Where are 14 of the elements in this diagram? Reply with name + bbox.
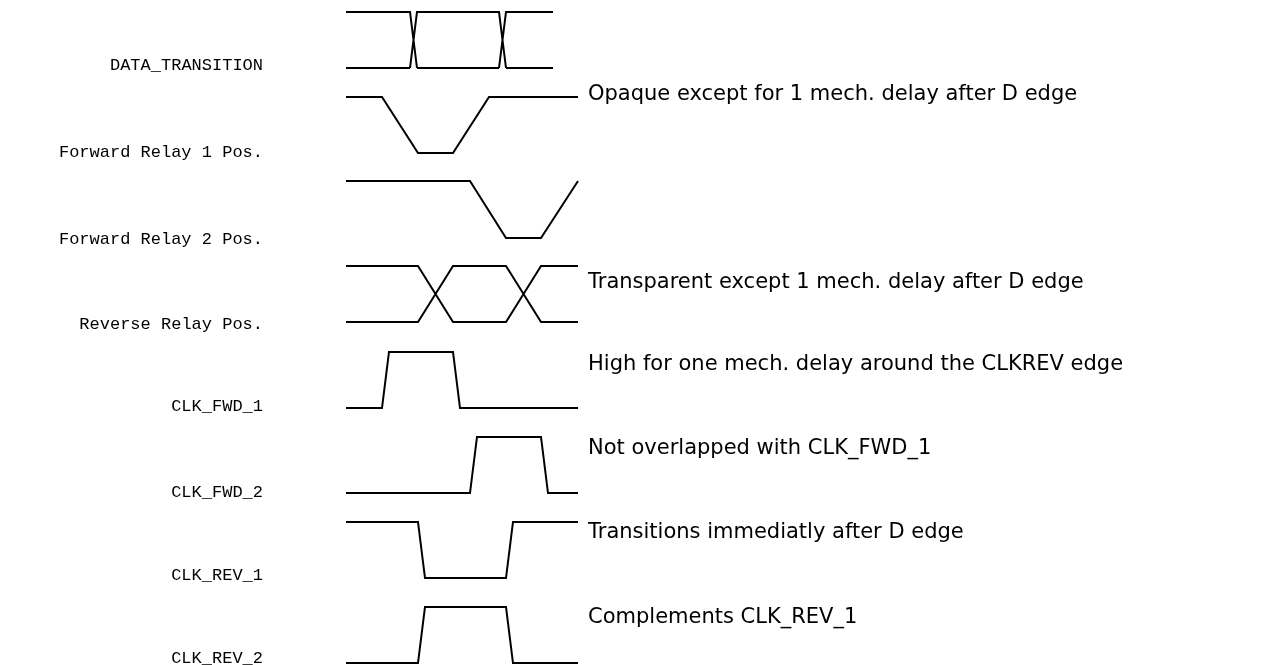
annotation: Complements CLK_REV_1 [588,604,858,628]
signal-name: CLK_FWD_1 [171,396,263,416]
signal-name: DATA_TRANSITION [109,55,263,75]
signal-name: Forward Relay 1 Pos. [58,142,263,162]
annotation: Transparent except 1 mech. delay after D edge [588,269,1084,293]
signal-name: Reverse Relay Pos. [79,314,263,334]
signal-name: CLK_REV_1 [171,565,263,585]
annotation: Not overlapped with CLK_FWD_1 [588,435,932,459]
annotation: High for one mech. delay around the CLKREV edge [588,351,1124,375]
signal-name: CLK_REV_2 [171,648,263,665]
signal-name: CLK_FWD_2 [171,482,263,502]
signal-name: Forward Relay 2 Pos. [58,229,263,249]
annotation: Transitions immediatly after D edge [588,519,964,543]
annotation: Opaque except for 1 mech. delay after D edge [588,81,1078,105]
